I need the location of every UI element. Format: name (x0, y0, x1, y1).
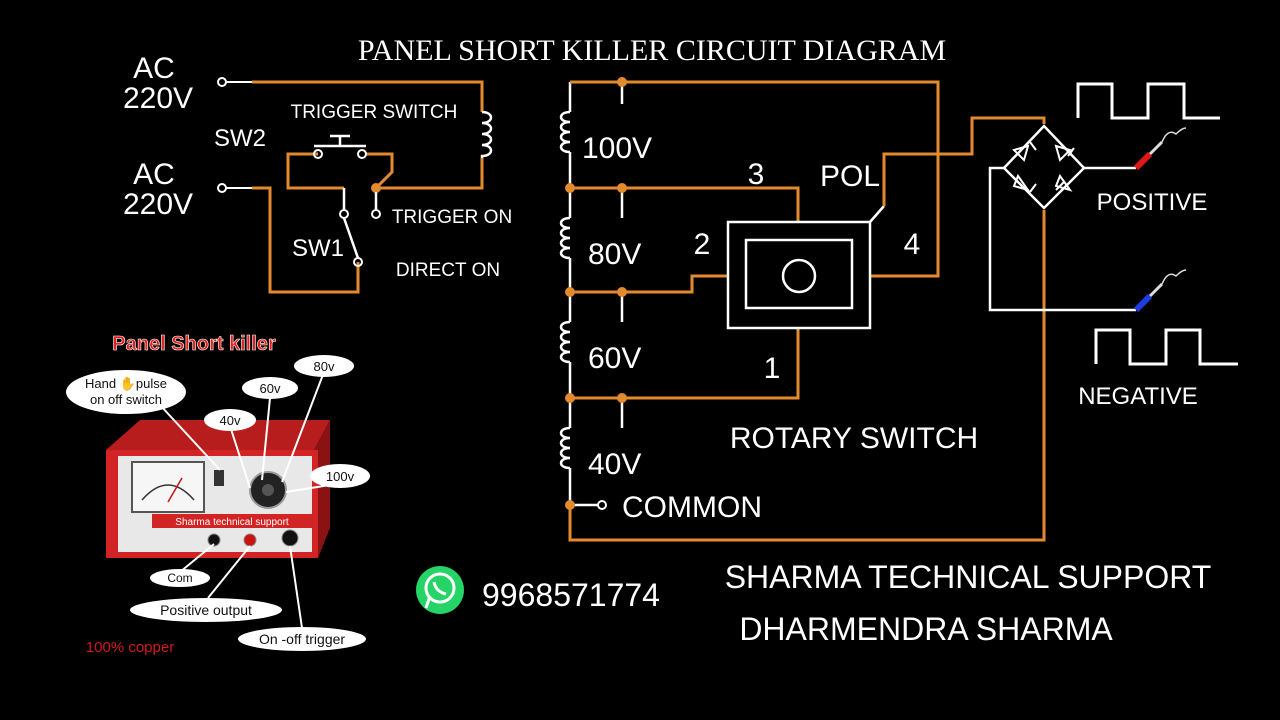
rotary-knob (781, 258, 817, 294)
ac2-wire (252, 186, 360, 294)
direct-on-label: DIRECT ON (396, 260, 500, 281)
bubble-80v (294, 355, 354, 377)
sw1-label: SW1 (292, 235, 344, 262)
ac2-label: AC (133, 158, 175, 191)
relay-coil (480, 110, 493, 158)
svg-text:80v: 80v (314, 359, 335, 374)
diagram-title: PANEL SHORT KILLER CIRCUIT DIAGRAM (358, 34, 946, 67)
ac1-voltage: 220V (123, 82, 193, 115)
ac1-terminal (217, 77, 227, 87)
tap-label-100v: 100V (582, 132, 652, 165)
positive-waveform-icon (1076, 82, 1220, 120)
rotary-pin-4: 4 (904, 228, 921, 261)
coil-80v (559, 216, 571, 260)
ac-input-section: AC 220V AC 220V SW2 SW1 TRIGGER SWITCH T… (123, 52, 512, 294)
voltmeter (131, 461, 205, 513)
negative-label: NEGATIVE (1078, 383, 1198, 410)
pole-wire (882, 116, 1046, 206)
svg-text:On -off trigger: On -off trigger (259, 631, 345, 647)
tap-80v-wire (570, 186, 800, 222)
product-illustration: Panel Short killer Sharma technical supp… (66, 333, 370, 656)
bubble-60v (242, 377, 298, 399)
device-panel-text: Sharma technical support (175, 517, 289, 528)
tap-60v-wire (570, 274, 728, 294)
product-title: Panel Short killer (112, 333, 276, 355)
trigger-on-label: TRIGGER ON (392, 207, 512, 228)
device-com-socket (207, 533, 221, 547)
coil-100v (559, 110, 571, 154)
ac1-wire (252, 80, 484, 112)
tap-label-80v: 80V (588, 238, 641, 271)
rotary-pole-label: POL (820, 160, 880, 193)
svg-text:40v: 40v (220, 413, 241, 428)
svg-text:Hand ✋pulse: Hand ✋pulse (85, 376, 167, 391)
ac1-label: AC (133, 52, 175, 85)
tap-100v-wire (570, 80, 940, 278)
trigger-switch-symbol (313, 134, 367, 159)
positive-probe (1133, 127, 1187, 171)
device-positive-socket (243, 533, 257, 547)
sw2-label: SW2 (214, 125, 266, 152)
copper-note: 100% copper (86, 639, 174, 656)
svg-text:on off switch: on off switch (90, 392, 162, 407)
negative-probe (1133, 269, 1187, 313)
device-top (106, 420, 330, 450)
tap-label-40v: 40V (588, 448, 641, 481)
phone-number: 9968571774 (482, 577, 660, 613)
tap-40v-wire (570, 328, 800, 400)
credits-company: SHARMA TECHNICAL SUPPORT (725, 559, 1212, 595)
negative-waveform-icon (1094, 328, 1238, 366)
rotary-pin-1: 1 (764, 352, 781, 385)
rotary-pin-3: 3 (748, 158, 765, 191)
trigger-switch-label: TRIGGER SWITCH (291, 102, 458, 123)
rotary-pin-2: 2 (694, 228, 711, 261)
common-label: COMMON (622, 491, 762, 524)
positive-label: POSITIVE (1097, 189, 1208, 216)
common-wire (568, 210, 1046, 542)
trigger-left-wire (286, 152, 344, 190)
device-pulse-switch (214, 470, 224, 486)
device-trigger-socket (281, 529, 299, 547)
svg-text:60v: 60v (260, 381, 281, 396)
ac2-terminal (217, 183, 227, 193)
common-terminal (597, 500, 607, 510)
bubble-hand-pulse (66, 370, 186, 414)
coil-return-wire (376, 158, 484, 190)
bridge-rectifier (988, 124, 1136, 312)
credits-author: DHARMENDRA SHARMA (739, 611, 1113, 647)
trigger-right-wire (366, 152, 394, 190)
sw1-switch-symbol (339, 188, 381, 267)
transformer-section: 100V 80V 60V 40V COMMON (559, 77, 1046, 542)
junction-dot (371, 183, 381, 193)
svg-text:Com: Com (167, 571, 192, 585)
coil-60v (559, 320, 571, 364)
rotary-switch-label: ROTARY SWITCH (730, 422, 978, 455)
rotary-switch: 3 2 4 1 POL ROTARY SWITCH (694, 116, 1046, 455)
bridge-negative-wire (988, 166, 1136, 312)
coil-40v (559, 426, 571, 470)
bubble-com (150, 569, 210, 587)
bubble-100v (310, 464, 370, 488)
tap-label-60v: 60V (588, 342, 641, 375)
whatsapp-contact: 9968571774 (416, 566, 660, 614)
svg-text:100v: 100v (326, 469, 355, 484)
bubble-positive-output (130, 598, 282, 622)
ac2-voltage: 220V (123, 188, 193, 221)
bubble-40v (204, 409, 256, 431)
svg-text:Positive output: Positive output (160, 602, 252, 618)
bubble-on-off-trigger (238, 627, 366, 651)
